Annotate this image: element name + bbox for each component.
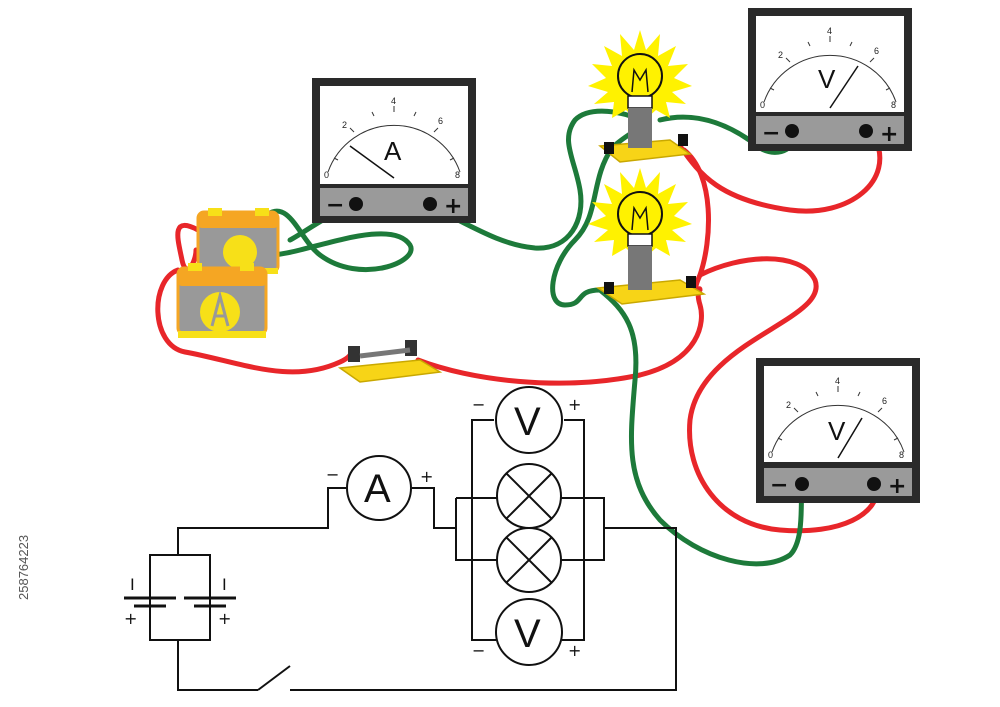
schematic-battery1-plus: + — [124, 609, 137, 628]
schematic-ammeter-minus: − — [326, 465, 339, 484]
wire-green-lamp1-to-lamp2 — [550, 145, 615, 308]
schematic-voltmeter-bottom-plus: + — [568, 641, 581, 660]
wire-green-battery-to-ammeter — [235, 208, 414, 273]
voltmeter-top-plus: + — [880, 122, 898, 147]
schematic-switch-blade — [257, 665, 291, 691]
ammeter-ticks — [333, 106, 455, 161]
schematic-wire-left — [177, 487, 346, 555]
schematic-wire-return — [290, 527, 677, 691]
schematic-ammeter-letter: A — [364, 467, 391, 511]
schematic-lamp-2 — [496, 527, 562, 593]
schematic-voltmeter-top-minus: − — [472, 395, 485, 414]
voltmeter-bottom-plus-terminal — [867, 477, 881, 491]
voltmeter-bottom: 0 2 4 6 8 V − + — [756, 358, 920, 503]
ammeter-scale-2: 2 — [342, 120, 347, 130]
schematic-voltmeter-top — [495, 386, 563, 454]
ammeter-needle — [349, 145, 395, 179]
schematic-voltmeter-bottom-letter: V — [514, 612, 541, 656]
wires — [155, 108, 883, 567]
voltmeter-bottom-minus: − — [770, 473, 788, 498]
wire-green-lamp2-to-v2 — [597, 287, 805, 567]
voltmeter-bottom-plus: + — [888, 474, 906, 499]
stock-id: 258764223 — [16, 535, 31, 600]
ammeter-scale-4: 4 — [391, 96, 396, 106]
schematic-voltmeter-bottom-minus: − — [472, 641, 485, 660]
voltmeter-top: 0 2 4 6 8 V − + — [748, 8, 912, 151]
schematic-wire-ammeter-out — [412, 487, 456, 529]
ammeter-scale-0: 0 — [324, 170, 329, 180]
schematic-battery1-minus: I — [130, 575, 135, 594]
schematic-voltmeter-top-letter: V — [514, 400, 541, 444]
voltmeter-top-letter: V — [818, 64, 836, 94]
voltmeter-top-minus-terminal — [785, 124, 799, 138]
voltmeter-bottom-letter: V — [828, 416, 846, 446]
schematic-voltmeter-top-plus: + — [568, 395, 581, 414]
lamp-bottom — [588, 168, 707, 305]
voltmeter-bottom-scale-6: 6 — [882, 396, 887, 406]
voltmeter-bottom-scale-8: 8 — [899, 450, 904, 460]
schematic-wire-bottom — [177, 640, 258, 691]
ammeter-scale-8: 8 — [455, 170, 460, 180]
battery-pack — [176, 208, 280, 338]
ammeter-scale-6: 6 — [438, 116, 443, 126]
schematic-battery2-plus: + — [218, 609, 231, 628]
ammeter-letter: A — [384, 136, 402, 166]
wire-red-lamp2-to-v2 — [687, 256, 881, 534]
knife-switch — [337, 340, 443, 383]
voltmeter-bottom-scale-0: 0 — [768, 450, 773, 460]
voltmeter-top-scale-0: 0 — [760, 100, 765, 110]
voltmeter-top-scale-4: 4 — [827, 26, 832, 36]
ammeter: 0 2 4 6 8 A − + — [312, 78, 476, 223]
voltmeter-top-scale-6: 6 — [874, 46, 879, 56]
voltmeter-top-plus-terminal — [859, 124, 873, 138]
ammeter-plus-terminal — [423, 197, 437, 211]
voltmeter-top-scale-2: 2 — [778, 50, 783, 60]
voltmeter-top-scale-8: 8 — [891, 100, 896, 110]
schematic-ammeter-plus: + — [420, 467, 433, 486]
schematic-lamp-1 — [496, 463, 562, 529]
schematic — [124, 386, 677, 691]
battery-back — [196, 208, 280, 274]
ammeter-plus: + — [444, 194, 462, 219]
voltmeter-bottom-minus-terminal — [795, 477, 809, 491]
schematic-voltmeter-bottom — [495, 598, 563, 666]
voltmeter-top-needle — [829, 65, 859, 109]
voltmeter-bottom-scale-2: 2 — [786, 400, 791, 410]
wire-red-switch-to-lamp — [415, 286, 704, 386]
schematic-ammeter — [346, 455, 412, 521]
ammeter-minus: − — [326, 193, 344, 218]
lamp-top — [588, 30, 693, 163]
voltmeter-bottom-scale-4: 4 — [835, 376, 840, 386]
voltmeter-bottom-needle — [837, 417, 863, 459]
voltmeter-top-minus: − — [762, 121, 780, 146]
battery-front — [176, 263, 268, 338]
wire-red-battery-loop — [175, 222, 201, 272]
schematic-battery2-minus: I — [222, 575, 227, 594]
ammeter-minus-terminal — [349, 197, 363, 211]
